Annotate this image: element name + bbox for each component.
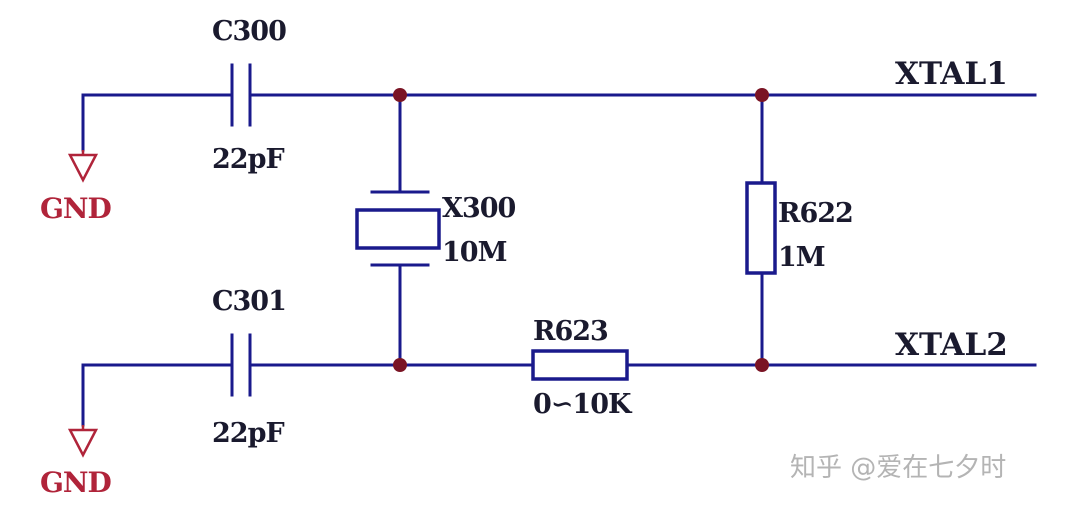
capacitor-c300 [230, 63, 252, 127]
junction-dot [393, 358, 407, 372]
r623-ref-label: R623 [533, 316, 608, 347]
gnd-label-top: GND [40, 192, 112, 225]
resistor-r622 [745, 93, 777, 367]
junction-dot [755, 88, 769, 102]
net-label-xtal2: XTAL2 [895, 327, 1008, 363]
net-xtal2 [81, 363, 1037, 427]
junctions [393, 88, 769, 372]
ground-symbol-top [67, 150, 99, 183]
net-label-xtal1: XTAL1 [895, 56, 1008, 92]
r623-value-label: 0∽10K [533, 389, 633, 420]
ground-symbol-bottom [67, 425, 99, 458]
c301-ref-label: C301 [212, 286, 286, 317]
resistor-r623 [531, 349, 629, 381]
r622-body [745, 181, 777, 275]
gnd-top-triangle-icon [67, 153, 99, 183]
r623-body [531, 349, 629, 381]
crystal-x300 [355, 93, 441, 367]
x300-body [355, 208, 441, 250]
c301-value-label: 22pF [212, 418, 284, 449]
watermark-text: 知乎 @爱在七夕时 [790, 453, 1006, 483]
junction-dot [755, 358, 769, 372]
gnd-label-bottom: GND [40, 466, 112, 499]
gnd-bottom-triangle-icon [67, 428, 99, 458]
capacitor-c301 [230, 333, 252, 397]
r622-ref-label: R622 [778, 198, 853, 229]
net-xtal1 [81, 93, 1037, 152]
x300-ref-label: X300 [442, 193, 516, 224]
c300-ref-label: C300 [212, 16, 286, 47]
c300-value-label: 22pF [212, 144, 284, 175]
x300-value-label: 10M [442, 237, 507, 268]
r622-value-label: 1M [778, 242, 825, 273]
junction-dot [393, 88, 407, 102]
